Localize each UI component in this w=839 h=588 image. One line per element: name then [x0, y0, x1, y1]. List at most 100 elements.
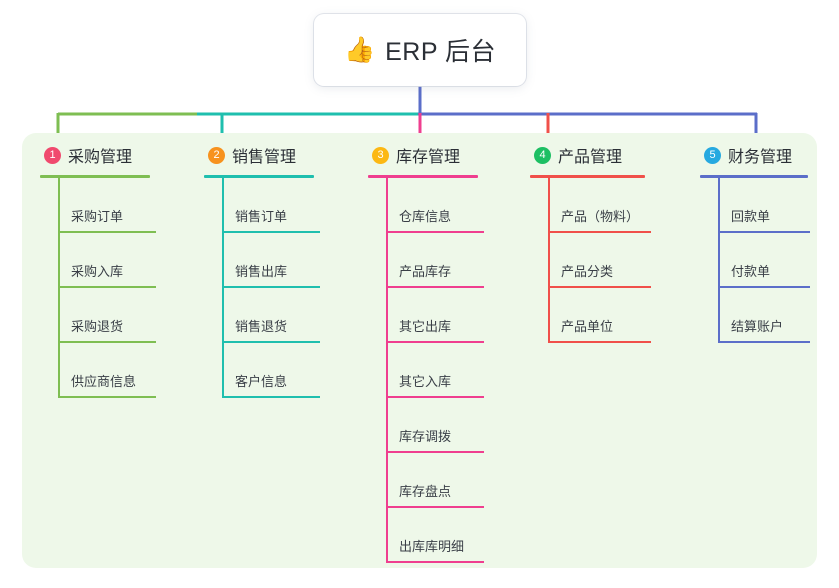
- menu-item-rule: [386, 341, 484, 343]
- menu-item[interactable]: 付款单: [700, 233, 810, 288]
- column-spine-2: [222, 178, 224, 398]
- menu-item-rule: [222, 231, 320, 233]
- column-1: 1 采购管理采购订单采购入库采购退货供应商信息: [40, 142, 156, 398]
- menu-item-label: 产品库存: [399, 264, 452, 279]
- menu-item[interactable]: 采购订单: [40, 178, 156, 233]
- diagram-panel: [22, 133, 817, 568]
- menu-item-label: 仓库信息: [399, 209, 452, 224]
- menu-item[interactable]: 采购入库: [40, 233, 156, 288]
- column-spine-5: [718, 178, 720, 343]
- menu-item-rule: [386, 451, 484, 453]
- menu-item[interactable]: 产品单位: [530, 288, 651, 343]
- menu-item-label: 回款单: [731, 209, 771, 224]
- menu-item[interactable]: 产品（物料）: [530, 178, 651, 233]
- menu-item-rule: [386, 231, 484, 233]
- column-title-4: 产品管理: [558, 149, 623, 166]
- menu-item-label: 客户信息: [235, 374, 288, 389]
- menu-item-rule: [58, 396, 156, 398]
- menu-item-label: 结算账户: [731, 319, 784, 334]
- column-badge-5: 5: [704, 146, 721, 164]
- menu-item-rule: [222, 396, 320, 398]
- root-node[interactable]: 👍 ERP 后台: [314, 14, 526, 86]
- menu-item-rule: [222, 341, 320, 343]
- menu-item-label: 采购退货: [71, 319, 124, 334]
- column-4: 4 产品管理产品（物料） 产品分类产品单位: [530, 142, 651, 343]
- menu-item-label: 付款单: [731, 264, 771, 279]
- menu-item-rule: [58, 341, 156, 343]
- menu-item[interactable]: 出库库明细: [368, 508, 484, 563]
- column-items-2: 销售订单销售出库销售退货客户信息: [204, 178, 320, 398]
- menu-item-rule: [548, 286, 651, 288]
- menu-item[interactable]: 结算账户: [700, 288, 810, 343]
- menu-item-rule: [386, 561, 484, 563]
- menu-item-label: 其它出库: [399, 319, 452, 334]
- menu-item[interactable]: 库存调拨: [368, 398, 484, 453]
- root-node-title: ERP 后台: [385, 38, 497, 66]
- menu-item[interactable]: 其它入库: [368, 343, 484, 398]
- column-items-4: 产品（物料） 产品分类产品单位: [530, 178, 651, 343]
- column-header-4[interactable]: 4 产品管理: [530, 142, 645, 168]
- menu-item[interactable]: 其它出库: [368, 288, 484, 343]
- column-spine-3: [386, 178, 388, 563]
- menu-item-label: 产品单位: [561, 319, 614, 334]
- column-title-5: 财务管理: [728, 149, 793, 166]
- menu-item-label: 产品（物料）: [561, 209, 640, 224]
- menu-item-label: 库存调拨: [399, 429, 452, 444]
- menu-item[interactable]: 产品库存: [368, 233, 484, 288]
- menu-item-label: 采购入库: [71, 264, 124, 279]
- column-badge-4: 4: [534, 146, 551, 164]
- column-items-3: 仓库信息产品库存其它出库其它入库库存调拨库存盘点出库库明细: [368, 178, 484, 563]
- column-rule-4: [530, 175, 645, 178]
- menu-item-label: 采购订单: [71, 209, 124, 224]
- menu-item[interactable]: 销售退货: [204, 288, 320, 343]
- column-spine-4: [548, 178, 550, 343]
- column-rule-3: [368, 175, 478, 178]
- menu-item[interactable]: 仓库信息: [368, 178, 484, 233]
- menu-item-rule: [386, 286, 484, 288]
- column-items-5: 回款单付款单结算账户: [700, 178, 810, 343]
- menu-item[interactable]: 供应商信息: [40, 343, 156, 398]
- column-badge-3: 3: [372, 146, 389, 164]
- menu-item-label: 库存盘点: [399, 484, 452, 499]
- menu-item[interactable]: 库存盘点: [368, 453, 484, 508]
- menu-item-rule: [718, 341, 810, 343]
- menu-item-rule: [548, 341, 651, 343]
- column-header-5[interactable]: 5 财务管理: [700, 142, 808, 168]
- menu-item[interactable]: 产品分类: [530, 233, 651, 288]
- column-rule-1: [40, 175, 150, 178]
- menu-item-rule: [548, 231, 651, 233]
- menu-item-rule: [222, 286, 320, 288]
- menu-item-label: 出库库明细: [399, 539, 465, 554]
- column-5: 5 财务管理回款单付款单结算账户: [700, 142, 810, 343]
- column-title-3: 库存管理: [396, 149, 461, 166]
- menu-item-rule: [58, 286, 156, 288]
- column-badge-1: 1: [44, 146, 61, 164]
- column-rule-2: [204, 175, 314, 178]
- menu-item-rule: [386, 506, 484, 508]
- column-spine-1: [58, 178, 60, 398]
- column-items-1: 采购订单采购入库采购退货供应商信息: [40, 178, 156, 398]
- menu-item-rule: [718, 286, 810, 288]
- menu-item-label: 其它入库: [399, 374, 452, 389]
- menu-item-label: 销售退货: [235, 319, 288, 334]
- column-title-2: 销售管理: [232, 149, 297, 166]
- menu-item-rule: [718, 231, 810, 233]
- menu-item-label: 销售出库: [235, 264, 288, 279]
- column-badge-2: 2: [208, 146, 225, 164]
- column-header-1[interactable]: 1 采购管理: [40, 142, 150, 168]
- menu-item[interactable]: 采购退货: [40, 288, 156, 343]
- menu-item-label: 销售订单: [235, 209, 288, 224]
- column-rule-5: [700, 175, 808, 178]
- column-3: 3 库存管理仓库信息产品库存其它出库其它入库库存调拨库存盘点出库库明细: [368, 142, 484, 563]
- menu-item[interactable]: 销售订单: [204, 178, 320, 233]
- menu-item[interactable]: 销售出库: [204, 233, 320, 288]
- column-header-3[interactable]: 3 库存管理: [368, 142, 478, 168]
- menu-item-rule: [386, 396, 484, 398]
- menu-item-rule: [58, 231, 156, 233]
- menu-item[interactable]: 客户信息: [204, 343, 320, 398]
- thumbs-up-icon: 👍: [343, 35, 376, 64]
- column-title-1: 采购管理: [68, 149, 133, 166]
- menu-item[interactable]: 回款单: [700, 178, 810, 233]
- column-header-2[interactable]: 2 销售管理: [204, 142, 314, 168]
- column-2: 2 销售管理销售订单销售出库销售退货客户信息: [204, 142, 320, 398]
